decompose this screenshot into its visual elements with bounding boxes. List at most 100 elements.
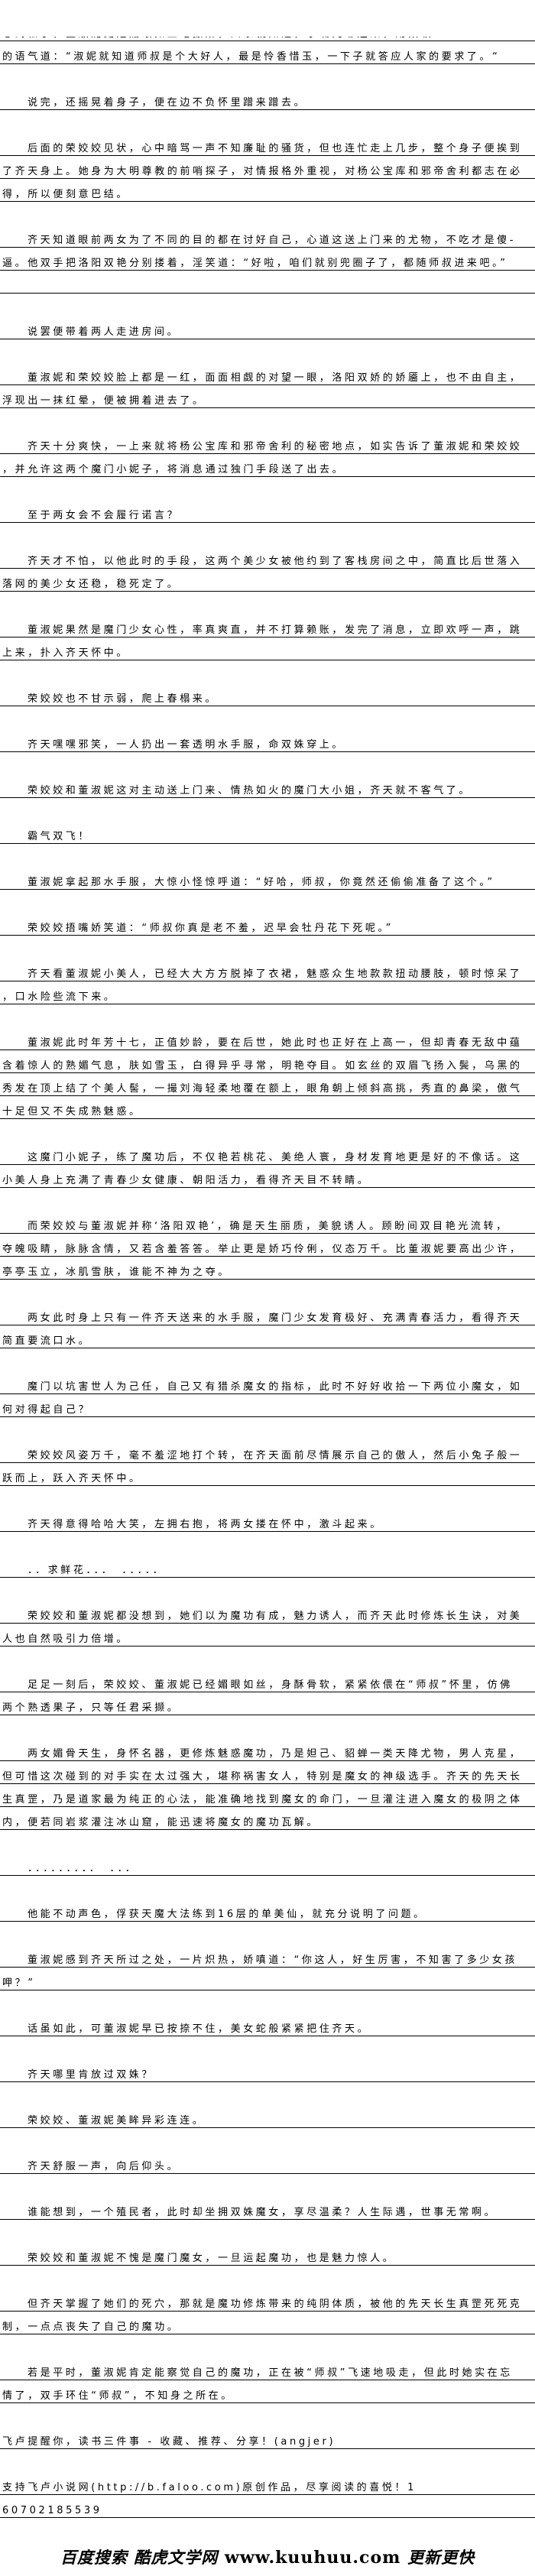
line-text: 但可惜这次碰到的对手实在太过强大，堪称祸害女人，特别是魔女的神级选手。齐天的先天… bbox=[2, 1771, 523, 1783]
text-line: 说完，还摇晃着身子，便在边不负怀里蹭来蹭去。 bbox=[0, 87, 535, 110]
text-line: 了齐天身上。她身为大明尊教的前哨探子，对情报格外重视，对杨公宝库和邪帝舍利都志在… bbox=[0, 156, 535, 179]
text-line: 情了，双手环住“师叔”，不知身之所在。 bbox=[0, 2380, 535, 2403]
text-line: 他能不动声色，俘获天魔大法练到16层的单美仙，就充分说明了问题。 bbox=[0, 1899, 535, 1922]
line-text: 落网的美少女还稳，稳死定了。 bbox=[2, 579, 180, 590]
blank-line bbox=[0, 1348, 535, 1371]
text-line: 得，所以便刻意巴结。 bbox=[0, 179, 535, 202]
line-text: 人也自然吸引力倍增。 bbox=[2, 1634, 130, 1645]
text-line: 后面的荣姣姣见状，心中暗骂一声不知廉耻的骚货，但也连忙走上几步，整个身子便挨到 bbox=[0, 133, 535, 156]
text-line: 支持飞卢小说网(http://b.faloo.com)原创作品，尽享阅读的喜悦！… bbox=[0, 2472, 535, 2495]
blank-line bbox=[0, 2128, 535, 2151]
text-line: 的语气道：“淑妮就知道师叔是个大好人，最是怜香惜玉，一下子就答应人家的要求了。“ bbox=[0, 41, 535, 64]
text-line: 而荣姣姣与董淑妮并称‘洛阳双艳’，确是天生丽质，美貌诱人。顾盼间双目艳光流转， bbox=[0, 1211, 535, 1234]
text-line: 若是平时，董淑妮肯定能察觉自己的魔功，正在被“师叔”飞速地吸走，但此时她实在忘 bbox=[0, 2357, 535, 2380]
text-line: 齐天知道眼前两女为了不同的目的都在讨好自己，心道这送上门来的尤物，不吃才是傻- bbox=[0, 225, 535, 248]
banner-url[interactable]: www.kuuhuu.com bbox=[224, 2548, 401, 2568]
text-line: 齐天得意得哈哈大笑，左拥右抱，将两女搂在怀中，激斗起来。 bbox=[0, 1509, 535, 1532]
text-line: 话虽如此，可董淑妮早已按捺不住，美女蛇般紧紧把住齐天。 bbox=[0, 2013, 535, 2036]
line-text: 谁能想到，一个殖民者，此时却坐拥双姝魔女，享尽温柔？人生际遇，世事无常啊。 bbox=[28, 2207, 498, 2218]
text-line: 十足但又不失成熟魅惑。 bbox=[0, 1096, 535, 1119]
line-text: 董淑妮此时年芳十七，正值妙龄，要在后世，她此时也正好在上高一，但却青春无敌中蕴 bbox=[28, 1037, 523, 1049]
line-text: 他能不动声色，俘获天魔大法练到16层的单美仙，就充分说明了问题。 bbox=[28, 1909, 426, 1920]
text-line: 荣姣姣和董淑妮都没想到，她们以为魔功有成，魅力诱人，而齐天此时修炼长生诀，对美 bbox=[0, 1601, 535, 1624]
blank-line bbox=[0, 844, 535, 867]
line-text: 齐天十分爽快，一上来就将杨公宝库和邪帝舍利的秘密地点，如实告诉了董淑妮和荣姣姣 bbox=[28, 441, 523, 453]
line-text: 呷？” bbox=[2, 1977, 36, 1989]
line-text: 霸气双飞！ bbox=[28, 831, 92, 842]
text-line: 齐天嘿嘿邪笑，一人扔出一套透明水手服，命双姝穿上。 bbox=[0, 729, 535, 752]
blank-line bbox=[0, 1922, 535, 1945]
blank-line bbox=[0, 294, 535, 316]
line-text: 齐天哪里肯放过双姝？ bbox=[28, 2069, 155, 2081]
line-text: 含着惊人的熟媚气息，肤如雪玉，白得异乎寻常，明艳夺目。如玄丝的双眉飞扬入鬓，乌黑… bbox=[2, 1060, 523, 1072]
blank-line bbox=[0, 1004, 535, 1027]
text-line: 小美人身上充满了青春少女健康、朝阳活力，看得齐天目不转睛。 bbox=[0, 1165, 535, 1188]
line-text: 齐天舒服一声，向后仰头。 bbox=[28, 2161, 180, 2172]
text-line: 但可惜这次碰到的对手实在太过强大，堪称祸害女人，特别是魔女的神级选手。齐天的先天… bbox=[0, 1761, 535, 1784]
line-text: 荣姣姣也不甘示弱，爬上春榻来。 bbox=[28, 693, 219, 705]
text-line: 齐天看董淑妮小美人，已经大大方方脱掉了衣裙，魅惑众生地款款扭动腰肢，顿时惊呆了 bbox=[0, 959, 535, 981]
text-line: 霸气双飞！ bbox=[0, 821, 535, 844]
line-text: 荣姣姣、董淑妮美眸异彩连连。 bbox=[28, 2115, 206, 2127]
text-line: 两个熟透果子，只等任君采撷。 bbox=[0, 1692, 535, 1715]
line-text: 齐天看董淑妮小美人，已经大大方方脱掉了衣裙，魅惑众生地款款扭动腰肢，顿时惊呆了 bbox=[28, 968, 523, 980]
blank-line bbox=[0, 1646, 535, 1669]
blank-line bbox=[0, 2449, 535, 2472]
blank-line bbox=[0, 2174, 535, 2197]
line-text: 董淑妮和荣姣姣脸上都是一红，面面相觑的对望一眼，洛阳双娇的娇靥上，也不由自主， bbox=[28, 372, 523, 384]
line-text: 简直要流口水。 bbox=[2, 1335, 92, 1347]
blank-line bbox=[0, 1990, 535, 2013]
line-text: 荣姣姣和董淑妮都没想到，她们以为魔功有成，魅力诱人，而齐天此时修炼长生诀，对美 bbox=[28, 1611, 523, 1622]
text-line: 心到松手，董淑妮更是媚眼如丝地撒娇，人家就知道，小嘴儿嘟起来，用柔软 bbox=[0, 18, 535, 41]
blank-line bbox=[0, 2220, 535, 2243]
text-line: 荣姣姣、董淑妮美眸异彩连连。 bbox=[0, 2105, 535, 2128]
text-line: 秀发在顶上结了个美人髻，一撮刘海轻柔地覆在额上，眼角朝上倾斜高挑，秀直的鼻梁，傲… bbox=[0, 1073, 535, 1096]
line-text: 亭亭玉立，冰肌雪肤，谁能不神为之夺。 bbox=[2, 1267, 231, 1278]
text-line: 简直要流口水。 bbox=[0, 1325, 535, 1348]
blank-line bbox=[0, 271, 535, 294]
text-line: 荣姣姣和董淑妮不愧是魔门魔女，一旦运起魔功，也是魅力惊人。 bbox=[0, 2243, 535, 2266]
text-line: 董淑妮果然是魔门少女心性，率真爽直，并不打算赖账，发完了消息，立即欢呼一声，跳 bbox=[0, 615, 535, 638]
blank-line bbox=[0, 1486, 535, 1509]
text-line: 但齐天掌握了她们的死穴，那就是魔功修炼带来的纯阴体质，被他的先天长生真罡死死克 bbox=[0, 2289, 535, 2312]
line-text: 夺魄吸睛，脉脉含情，又若含羞答答。举止更是娇巧伶俐，仪态万千。比董淑妮要高出少许… bbox=[2, 1244, 523, 1255]
text-line: 上来，扑入齐天怀中。 bbox=[0, 638, 535, 660]
line-text: 荣姣姣风姿万千，毫不羞涩地打个转，在齐天面前尽情展示自己的傲人，然后小兔子般一 bbox=[28, 1450, 523, 1462]
line-text: 秀发在顶上结了个美人髻，一撮刘海轻柔地覆在额上，眼角朝上倾斜高挑，秀直的鼻梁，傲… bbox=[2, 1083, 523, 1095]
blank-line bbox=[0, 2334, 535, 2357]
line-text: ，口水险些流下来。 bbox=[2, 991, 117, 1003]
line-text: 情了，双手环住“师叔”，不知身之所在。 bbox=[2, 2390, 234, 2402]
blank-line bbox=[0, 1715, 535, 1738]
text-line: 至于两女会不会履行诺言？ bbox=[0, 500, 535, 523]
blank-line bbox=[0, 1578, 535, 1601]
blank-line bbox=[0, 2403, 535, 2426]
text-line: 这魔门小妮子，练了魔功后，不仅艳若桃花、美绝人寰，身材发育地更是好的不像话。这 bbox=[0, 1142, 535, 1165]
blank-line bbox=[0, 2036, 535, 2059]
line-text: 话虽如此，可董淑妮早已按捺不住，美女蛇般紧紧把住齐天。 bbox=[28, 2023, 371, 2035]
line-text: 十足但又不失成熟魅惑。 bbox=[2, 1106, 142, 1118]
text-line: 含着惊人的熟媚气息，肤如雪玉，白得异乎寻常，明艳夺目。如玄丝的双眉飞扬入鬓，乌黑… bbox=[0, 1050, 535, 1073]
text-line: 逼。他双手把洛阳双艳分别搂着，淫笑道：“好啦，咱们就别兜圈子了，都随师叔进来吧。… bbox=[0, 248, 535, 271]
line-text: 制，一点点丧失了自己的魔功。 bbox=[2, 2321, 180, 2333]
blank-line bbox=[0, 1417, 535, 1440]
blank-line bbox=[0, 2082, 535, 2105]
line-text: 齐天得意得哈哈大笑，左拥右抱，将两女搂在怀中，激斗起来。 bbox=[28, 1519, 383, 1530]
blank-line bbox=[0, 798, 535, 821]
text-line: 夺魄吸睛，脉脉含情，又若含羞答答。举止更是娇巧伶俐，仪态万千。比董淑妮要高出少许… bbox=[0, 1234, 535, 1257]
text-line: 荣姣姣风姿万千，毫不羞涩地打个转，在齐天面前尽情展示自己的傲人，然后小兔子般一 bbox=[0, 1440, 535, 1463]
line-text: 魔门以坑害世人为己任，自己又有猎杀魔女的指标，此时不好好收拾一下两位小魔女，如 bbox=[28, 1381, 523, 1393]
text-line: ，口水险些流下来。 bbox=[0, 981, 535, 1004]
text-line: 董淑妮此时年芳十七，正值妙龄，要在后世，她此时也正好在上高一，但却青春无敌中蕴 bbox=[0, 1027, 535, 1050]
text-line: 落网的美少女还稳，稳死定了。 bbox=[0, 569, 535, 592]
text-line: 魔门以坑害世人为己任，自己又有猎杀魔女的指标，此时不好好收拾一下两位小魔女，如 bbox=[0, 1371, 535, 1394]
text-line: 齐天哪里肯放过双姝？ bbox=[0, 2059, 535, 2082]
line-text: 浮现出一抹红晕，便被拥着进去了。 bbox=[2, 395, 206, 407]
line-text: 上来，扑入齐天怀中。 bbox=[2, 647, 130, 659]
line-text: 若是平时，董淑妮肯定能察觉自己的魔功，正在被“师叔”飞速地吸走，但此时她实在忘 bbox=[28, 2367, 513, 2379]
line-text: 但齐天掌握了她们的死穴，那就是魔功修炼带来的纯阴体质，被他的先天长生真罡死死克 bbox=[28, 2299, 523, 2310]
line-text: 何对得起自己？ bbox=[2, 1404, 92, 1416]
text-line: 60702185539 bbox=[0, 2495, 535, 2518]
line-text: 的语气道：“淑妮就知道师叔是个大好人，最是怜香惜玉，一下子就答应人家的要求了。“ bbox=[2, 51, 501, 63]
blank-line bbox=[0, 408, 535, 431]
blank-line bbox=[0, 752, 535, 775]
